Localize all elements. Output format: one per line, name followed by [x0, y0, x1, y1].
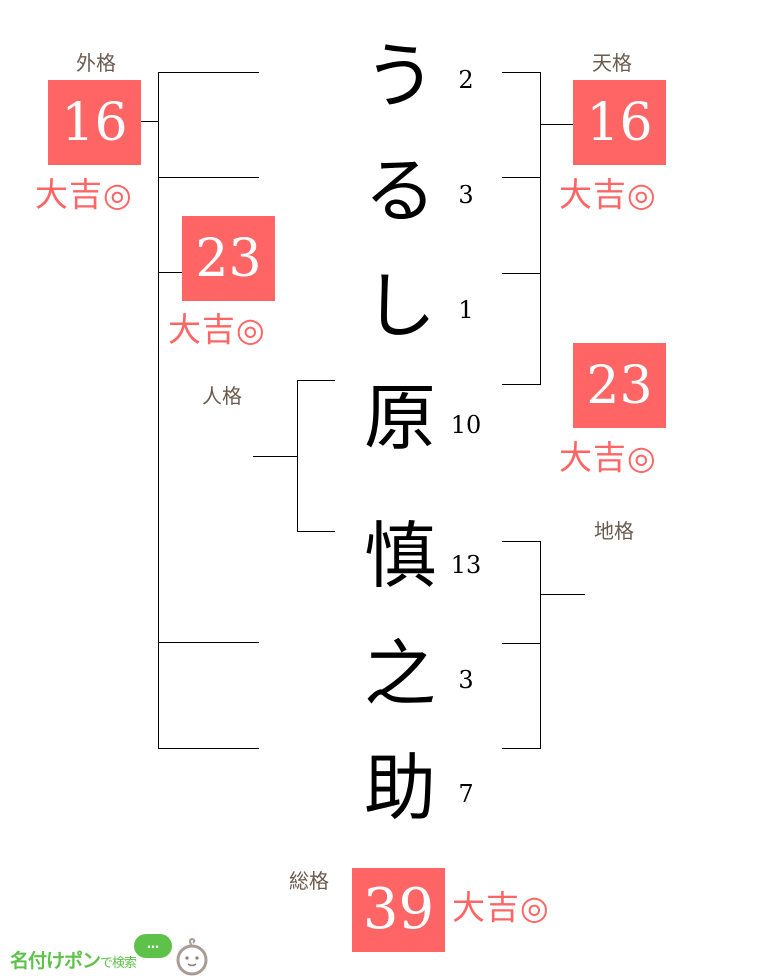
stroke-count-1: 2 [458, 66, 474, 94]
stroke-count-4: 10 [450, 411, 482, 439]
jinkaku-bracket-top [297, 380, 335, 381]
name-char-7: 助 [363, 746, 436, 830]
stroke-count-5: 13 [450, 551, 482, 579]
tenkaku-bracket-line-1 [502, 72, 540, 73]
gaikaku-inner-connector [158, 272, 182, 273]
baby-face-icon [176, 938, 208, 976]
jinkaku-connector [253, 456, 297, 457]
name-char-1: う [363, 34, 436, 118]
gaikaku-bracket-line-3 [158, 642, 259, 643]
tenkaku-bracket-line-4 [502, 384, 540, 385]
gaikaku-label: 外格 [76, 51, 116, 75]
nazukepon-logo[interactable]: 名付けポンで検索 … [6, 930, 216, 976]
gaikaku-value-box: 16 [48, 80, 141, 165]
soukaku-value-box: 39 [352, 868, 445, 952]
tenkaku-sub-value-box: 23 [573, 343, 666, 428]
soukaku-label: 総格 [289, 869, 329, 893]
stroke-count-6: 3 [458, 666, 474, 694]
jinkaku-bracket-vertical [297, 380, 298, 532]
gaikaku-fortune: 大吉◎ [35, 175, 133, 214]
name-char-2: る [363, 149, 436, 233]
name-char-3: し [363, 264, 436, 348]
logo-main-text: 名付けポン [10, 950, 101, 972]
stroke-count-2: 3 [458, 181, 474, 209]
jinkaku-bracket-bottom [297, 531, 335, 532]
logo-text: 名付けポンで検索 [10, 950, 137, 972]
gaikaku-bracket-vertical [158, 72, 159, 749]
chikaku-bracket-line-3 [502, 748, 540, 749]
name-char-4: 原 [363, 376, 436, 460]
tenkaku-label: 天格 [592, 51, 632, 75]
chikaku-bracket-line-1 [502, 541, 540, 542]
jinkaku-label: 人格 [202, 384, 242, 408]
stroke-count-3: 1 [458, 296, 474, 324]
chikaku-bracket-vertical [540, 541, 541, 749]
tenkaku-sub-fortune: 大吉◎ [559, 438, 657, 477]
gaikaku-inner-value-box: 23 [182, 216, 275, 301]
gaikaku-bracket-top [158, 72, 259, 73]
tenkaku-bracket-line-3 [502, 273, 540, 274]
chikaku-label: 地格 [594, 519, 634, 543]
gaikaku-bracket-bottom [158, 748, 259, 749]
name-char-5: 慎 [363, 514, 436, 598]
gaikaku-bracket-line-2 [158, 177, 259, 178]
gaikaku-inner-fortune: 大吉◎ [168, 310, 266, 349]
tenkaku-bracket-vertical [540, 72, 541, 385]
speech-bubble-icon: … [134, 934, 172, 958]
name-char-6: 之 [363, 632, 436, 716]
bubble-dots: … [147, 937, 159, 951]
chikaku-bracket-line-2 [502, 643, 540, 644]
logo-sub-text: で検索 [100, 956, 137, 971]
tenkaku-bracket-line-2 [502, 177, 540, 178]
tenkaku-value-box: 16 [573, 80, 666, 165]
tenkaku-connector [540, 124, 573, 125]
chikaku-connector [540, 594, 585, 595]
tenkaku-fortune: 大吉◎ [559, 175, 657, 214]
gaikaku-connector [141, 121, 158, 122]
stroke-count-7: 7 [458, 780, 474, 808]
soukaku-fortune: 大吉◎ [452, 888, 550, 927]
